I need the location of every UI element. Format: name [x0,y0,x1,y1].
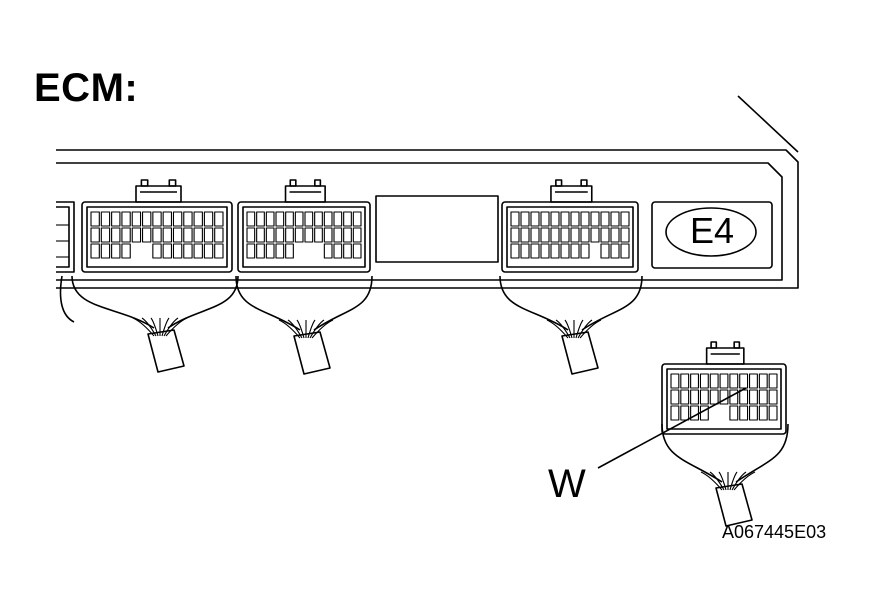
figure-id: A067445E03 [722,522,827,542]
terminal-w-label: W [548,462,586,506]
terminal-w-leader-line [597,387,747,469]
ecm-connector-2 [237,179,371,273]
ecm-title: ECM: [34,66,139,110]
e4-connector-detail [661,341,787,435]
connector-code-label: E4 [689,210,735,251]
ecm-connector-partial [56,201,75,273]
ecm-connector-e4 [501,179,639,273]
ecm-connector-1 [81,179,233,273]
ecm-housing [56,95,799,289]
